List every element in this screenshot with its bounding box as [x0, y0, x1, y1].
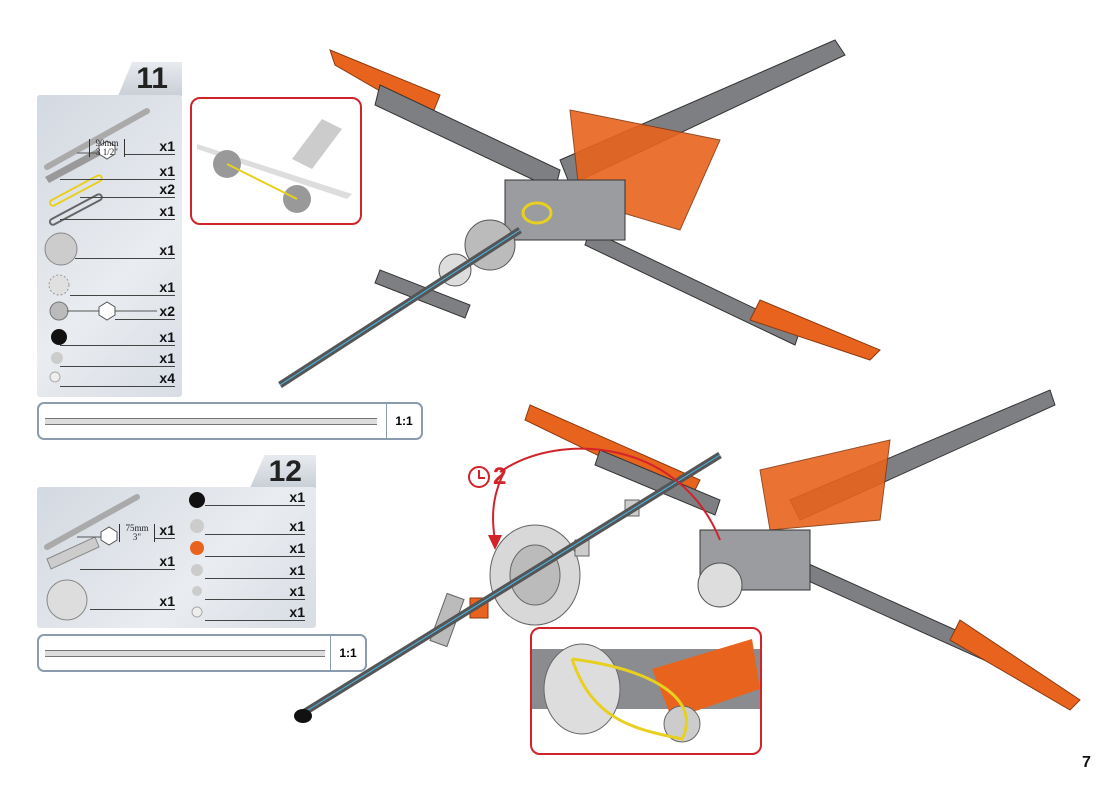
part-quantity: x2: [115, 303, 175, 320]
lower-plane-model: [294, 389, 1081, 723]
part-quantity: x2: [80, 181, 175, 198]
axle-length-label: 90mm 3 1/2": [89, 139, 125, 157]
length-imperial: 3 1/2": [96, 147, 118, 157]
axle-length-label: 75mm 3": [119, 524, 155, 542]
part-quantity: x1: [90, 593, 175, 610]
rotation-callout: 2: [468, 462, 506, 492]
rotation-count: 2: [493, 463, 507, 490]
part-quantity: x1: [205, 604, 305, 621]
length-imperial: 3": [132, 532, 142, 542]
part-quantity: x1: [60, 203, 175, 220]
step-11-parts-icons: [44, 108, 157, 383]
part-quantity: x1: [205, 489, 305, 506]
part-quantity: x1: [125, 138, 175, 155]
part-quantity: x4: [60, 370, 175, 387]
step-11-parts-panel: 90mm 3 1/2": [37, 95, 182, 397]
detail-illustration: [532, 639, 760, 743]
part-quantity: x1: [60, 350, 175, 367]
step-12-parts-panel: 75mm 3": [37, 487, 316, 628]
part-quantity: x1: [60, 163, 175, 180]
step-12-detail-inset: [530, 627, 762, 755]
part-quantity: x1: [60, 329, 175, 346]
part-quantity: x1: [205, 518, 305, 535]
length-metric: 90mm: [95, 138, 119, 148]
step-11-detail-inset: [190, 97, 362, 225]
length-metric: 75mm: [125, 523, 149, 533]
step-12-number: 12: [250, 455, 316, 488]
clock-icon: [468, 466, 490, 488]
part-quantity: x1: [205, 562, 305, 579]
part-quantity: x1: [205, 540, 305, 557]
part-quantity: x1: [155, 522, 175, 539]
detail-illustration: [197, 119, 352, 213]
page-number: 7: [1082, 754, 1091, 771]
part-quantity: x1: [75, 242, 175, 259]
scale-label: 1:1: [386, 404, 421, 438]
scale-label: 1:1: [330, 636, 365, 670]
part-quantity: x1: [70, 279, 175, 296]
step-12-scale-ruler: 1:1: [37, 634, 367, 672]
part-quantity: x1: [80, 553, 175, 570]
upper-plane-model: [278, 39, 881, 388]
step-11-scale-ruler: 1:1: [37, 402, 423, 440]
step-12-parts-icons: [44, 492, 205, 621]
part-quantity: x1: [205, 583, 305, 600]
